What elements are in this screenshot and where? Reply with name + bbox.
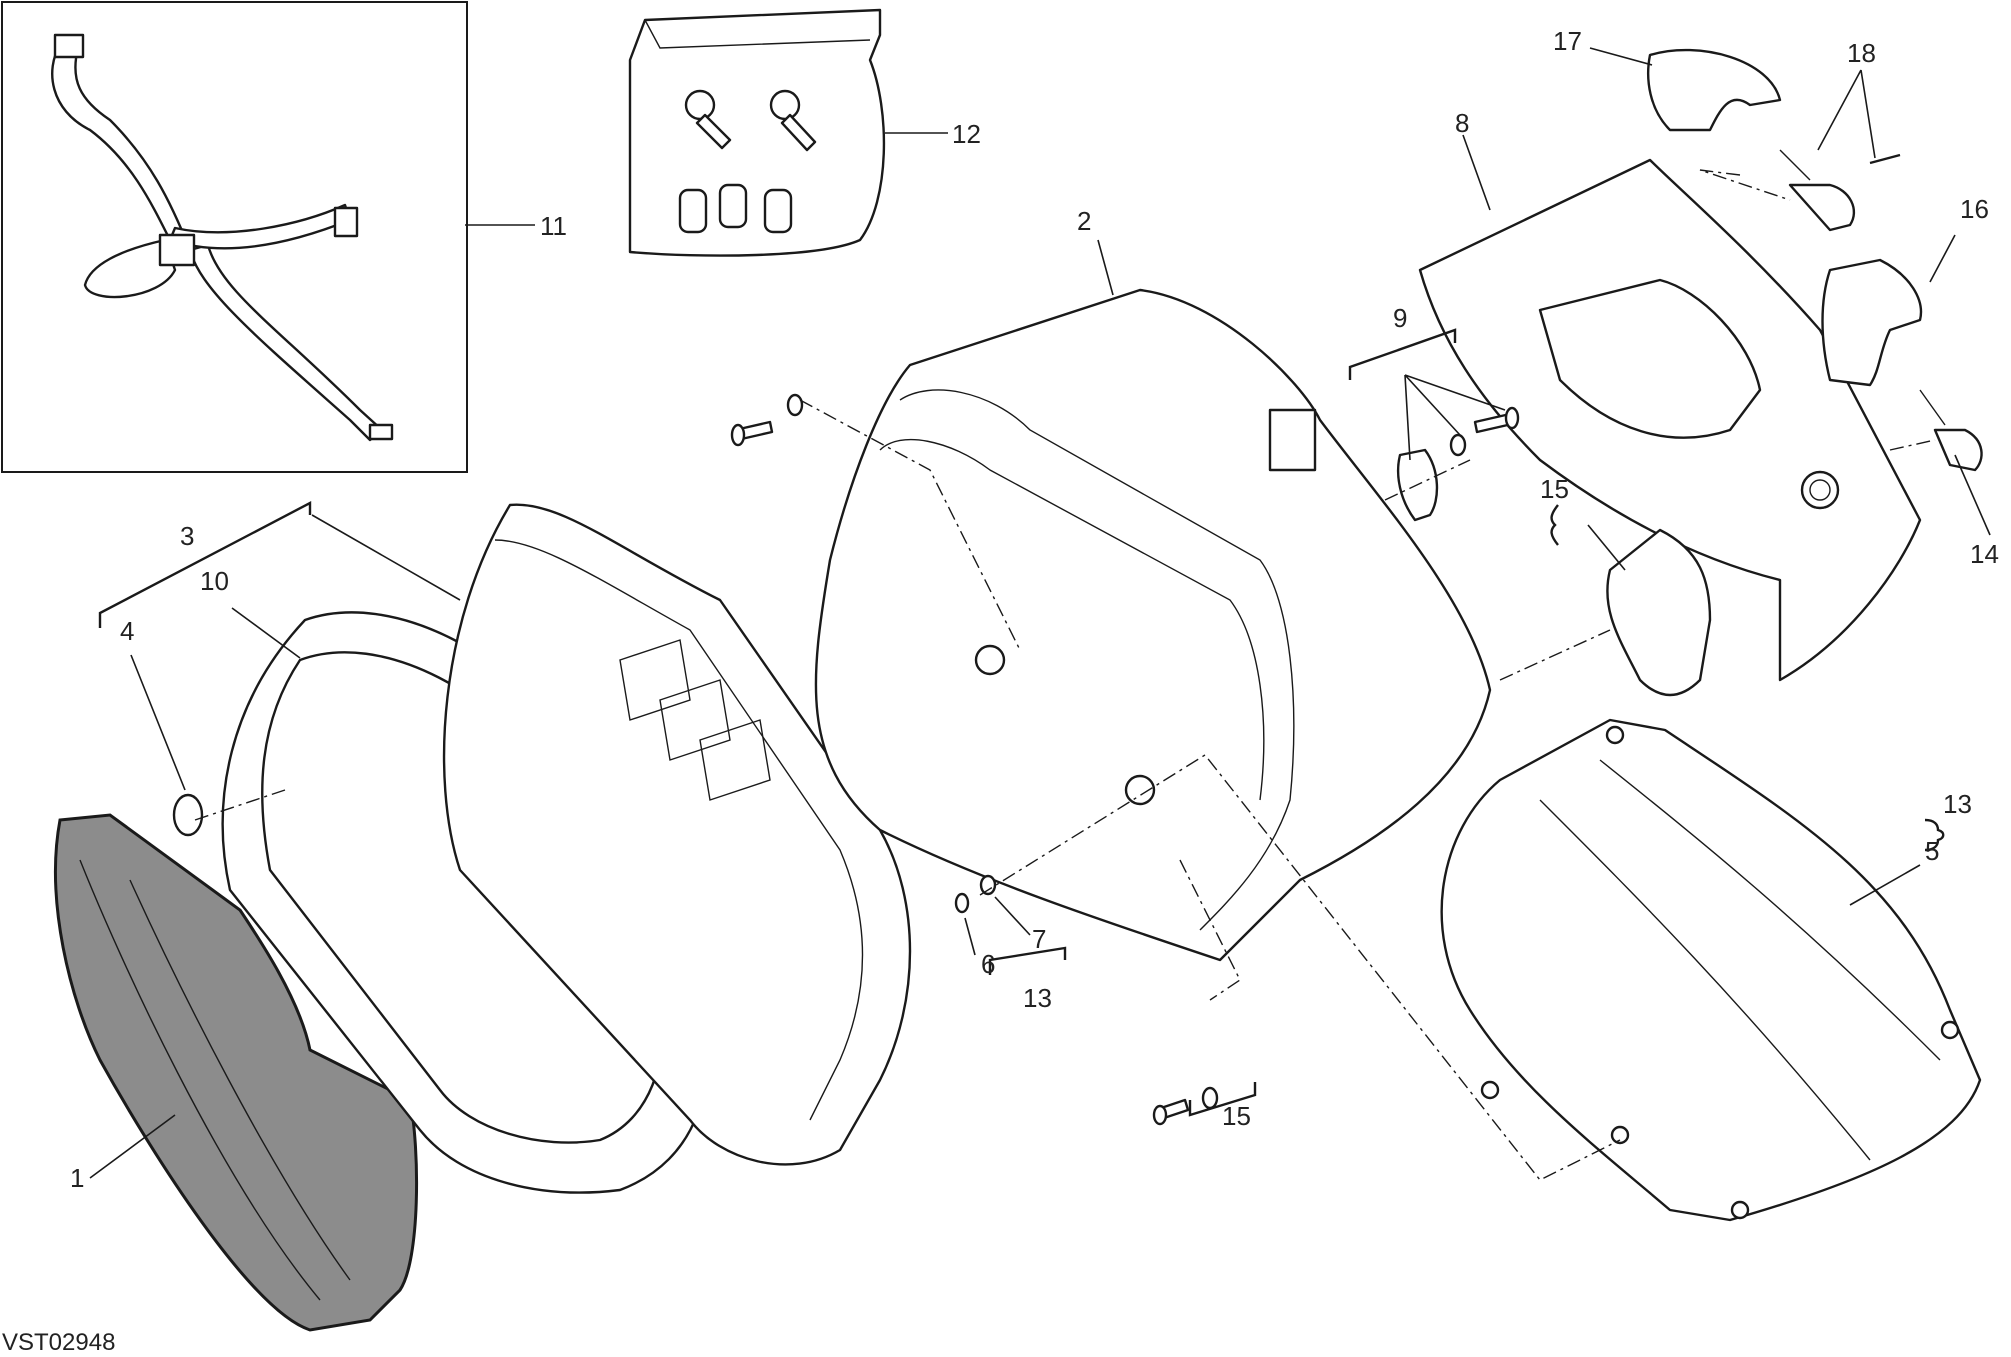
callout-1: 1 bbox=[70, 1163, 84, 1193]
callout-15b: 15 bbox=[1222, 1101, 1251, 1131]
callout-13b: 13 bbox=[1943, 789, 1972, 819]
case-body-part-2 bbox=[814, 288, 1492, 962]
callout-11: 11 bbox=[540, 211, 567, 241]
drawing-reference: VST02948 bbox=[2, 1329, 115, 1356]
callout-16: 16 bbox=[1960, 194, 1989, 224]
top-cover-part-8 bbox=[1418, 158, 1922, 682]
gasket-frame-part-10 bbox=[221, 611, 709, 1194]
callout-18: 18 bbox=[1847, 38, 1876, 68]
leader-lines bbox=[89, 47, 1991, 1179]
callout-7: 7 bbox=[1032, 924, 1046, 954]
cap-part-16 bbox=[1821, 258, 1923, 387]
callout-9: 9 bbox=[1393, 303, 1407, 333]
callout-4: 4 bbox=[120, 616, 134, 646]
clip-part-14 bbox=[1919, 389, 1983, 472]
callout-14: 14 bbox=[1970, 539, 1999, 569]
screw-set bbox=[172, 153, 1901, 1126]
callout-labels: 1 2 3 4 5 6 7 8 9 10 11 12 13 13 14 15 1… bbox=[70, 26, 1999, 1193]
group-brackets bbox=[98, 328, 1945, 1117]
hinge-cover bbox=[1606, 528, 1712, 697]
strap-inset bbox=[1, 1, 468, 473]
clip-part-18 bbox=[1779, 149, 1856, 232]
callout-6: 6 bbox=[981, 949, 995, 979]
lid-shell bbox=[442, 503, 912, 1166]
assembly-axes bbox=[194, 169, 1936, 1181]
callout-3: 3 bbox=[180, 521, 194, 551]
callout-2: 2 bbox=[1077, 206, 1091, 236]
callout-12: 12 bbox=[952, 119, 981, 149]
callout-13a: 13 bbox=[1023, 983, 1052, 1013]
inner-cover-part-1 bbox=[54, 813, 419, 1332]
cap-part-17 bbox=[1647, 48, 1782, 132]
callout-5: 5 bbox=[1925, 836, 1939, 866]
key-set-card bbox=[628, 8, 886, 257]
callout-17: 17 bbox=[1553, 26, 1582, 56]
outer-lid-part-5 bbox=[1440, 718, 1982, 1222]
callout-8: 8 bbox=[1455, 108, 1469, 138]
callout-15a: 15 bbox=[1540, 474, 1569, 504]
callout-10: 10 bbox=[200, 566, 229, 596]
